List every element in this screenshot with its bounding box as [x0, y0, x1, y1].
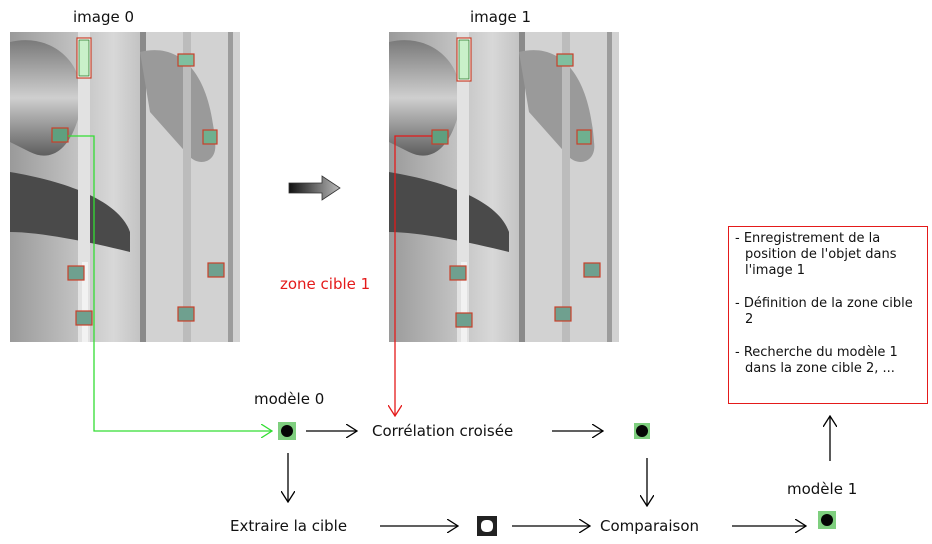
note-item: - Définition de la zone cible 2 — [735, 296, 913, 327]
image-1-title: image 1 — [470, 8, 532, 26]
modele-1-marker — [818, 511, 836, 529]
image-0-photo — [10, 32, 240, 342]
image-0-drawing — [10, 32, 240, 342]
image-0-target-boxes — [51, 37, 225, 326]
red-connector — [395, 135, 432, 416]
comparaison-label: Comparaison — [600, 517, 700, 535]
correlation-result-marker — [634, 423, 650, 439]
image-1-drawing — [389, 32, 619, 342]
modele-0-label: modèle 0 — [254, 390, 325, 408]
transition-arrow — [288, 175, 341, 201]
modele-0-marker — [278, 422, 296, 440]
extraire-label: Extraire la cible — [230, 517, 348, 535]
notes-box: - Enregistrement de la position de l'obj… — [728, 226, 928, 404]
image-1-target-boxes — [431, 37, 601, 328]
note-item: - Enregistrement de la position de l'obj… — [735, 231, 897, 278]
correlation-label: Corrélation croisée — [372, 422, 514, 440]
green-connector — [68, 135, 272, 431]
image-1-photo — [389, 32, 619, 342]
modele-1-label: modèle 1 — [787, 480, 858, 498]
note-item: - Recherche du modèle 1 dans la zone cib… — [735, 345, 898, 376]
image-0-title: image 0 — [73, 8, 135, 26]
extracted-target-marker — [477, 516, 497, 536]
zone-cible-label: zone cible 1 — [280, 275, 371, 293]
